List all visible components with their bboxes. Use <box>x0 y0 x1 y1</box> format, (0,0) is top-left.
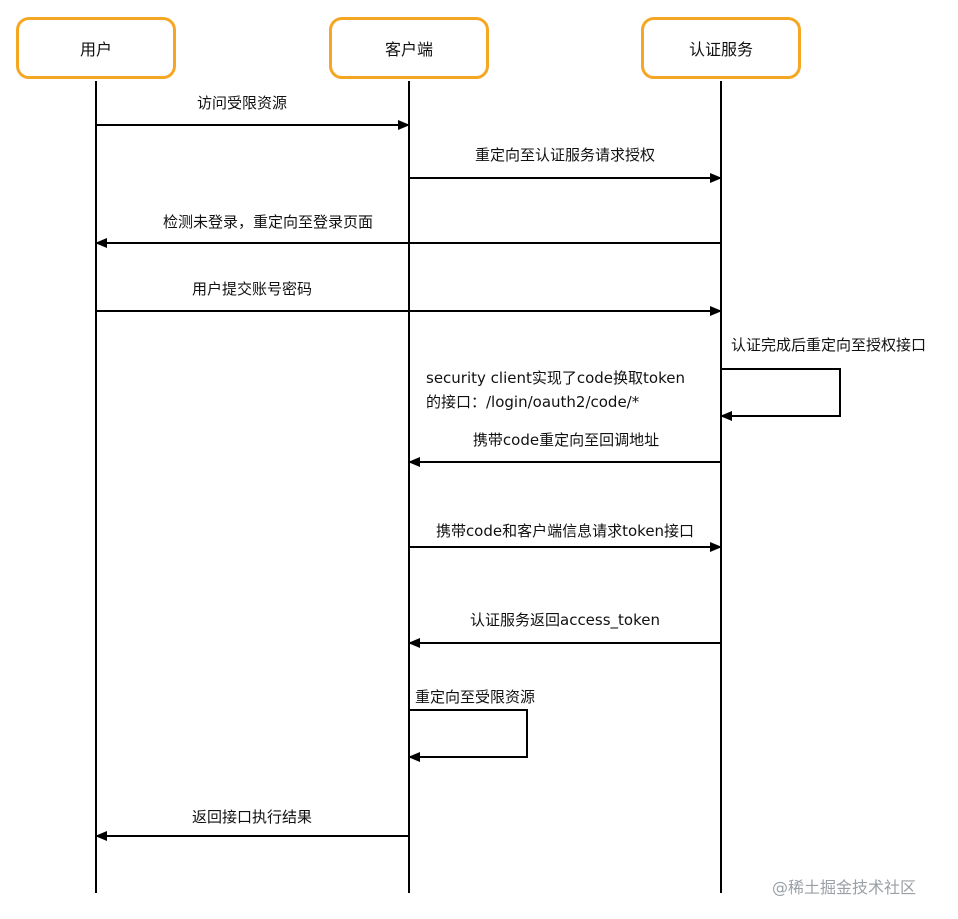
message-arrow-5 <box>720 368 841 421</box>
message-label-1: 访问受限资源 <box>196 94 288 112</box>
message-label-10: 返回接口执行结果 <box>191 808 313 826</box>
actor-user-label: 用户 <box>79 40 112 59</box>
message-arrow-9 <box>408 709 528 762</box>
message-label-2: 重定向至认证服务请求授权 <box>474 146 656 164</box>
message-label-9: 重定向至受限资源 <box>415 688 536 706</box>
note-line-1: security client实现了code换取token <box>426 369 685 387</box>
actor-auth-service-label: 认证服务 <box>688 40 753 59</box>
message-label-8: 认证服务返回access_token <box>470 611 660 629</box>
actor-user: 用户 <box>16 17 176 79</box>
actor-auth-service: 认证服务 <box>641 17 801 79</box>
message-label-6: 携带code重定向至回调地址 <box>472 431 660 449</box>
message-label-5: 认证完成后重定向至授权接口 <box>731 336 927 354</box>
actor-client-label: 客户端 <box>384 40 433 59</box>
message-label-7: 携带code和客户端信息请求token接口 <box>435 522 695 540</box>
message-label-4: 用户提交账号密码 <box>191 280 313 298</box>
note-line-2: 的接口：/login/oauth2/code/* <box>426 393 640 411</box>
actor-client: 客户端 <box>329 17 489 79</box>
watermark: @稀土掘金技术社区 <box>772 878 917 897</box>
message-label-3: 检测未登录，重定向至登录页面 <box>162 213 374 231</box>
